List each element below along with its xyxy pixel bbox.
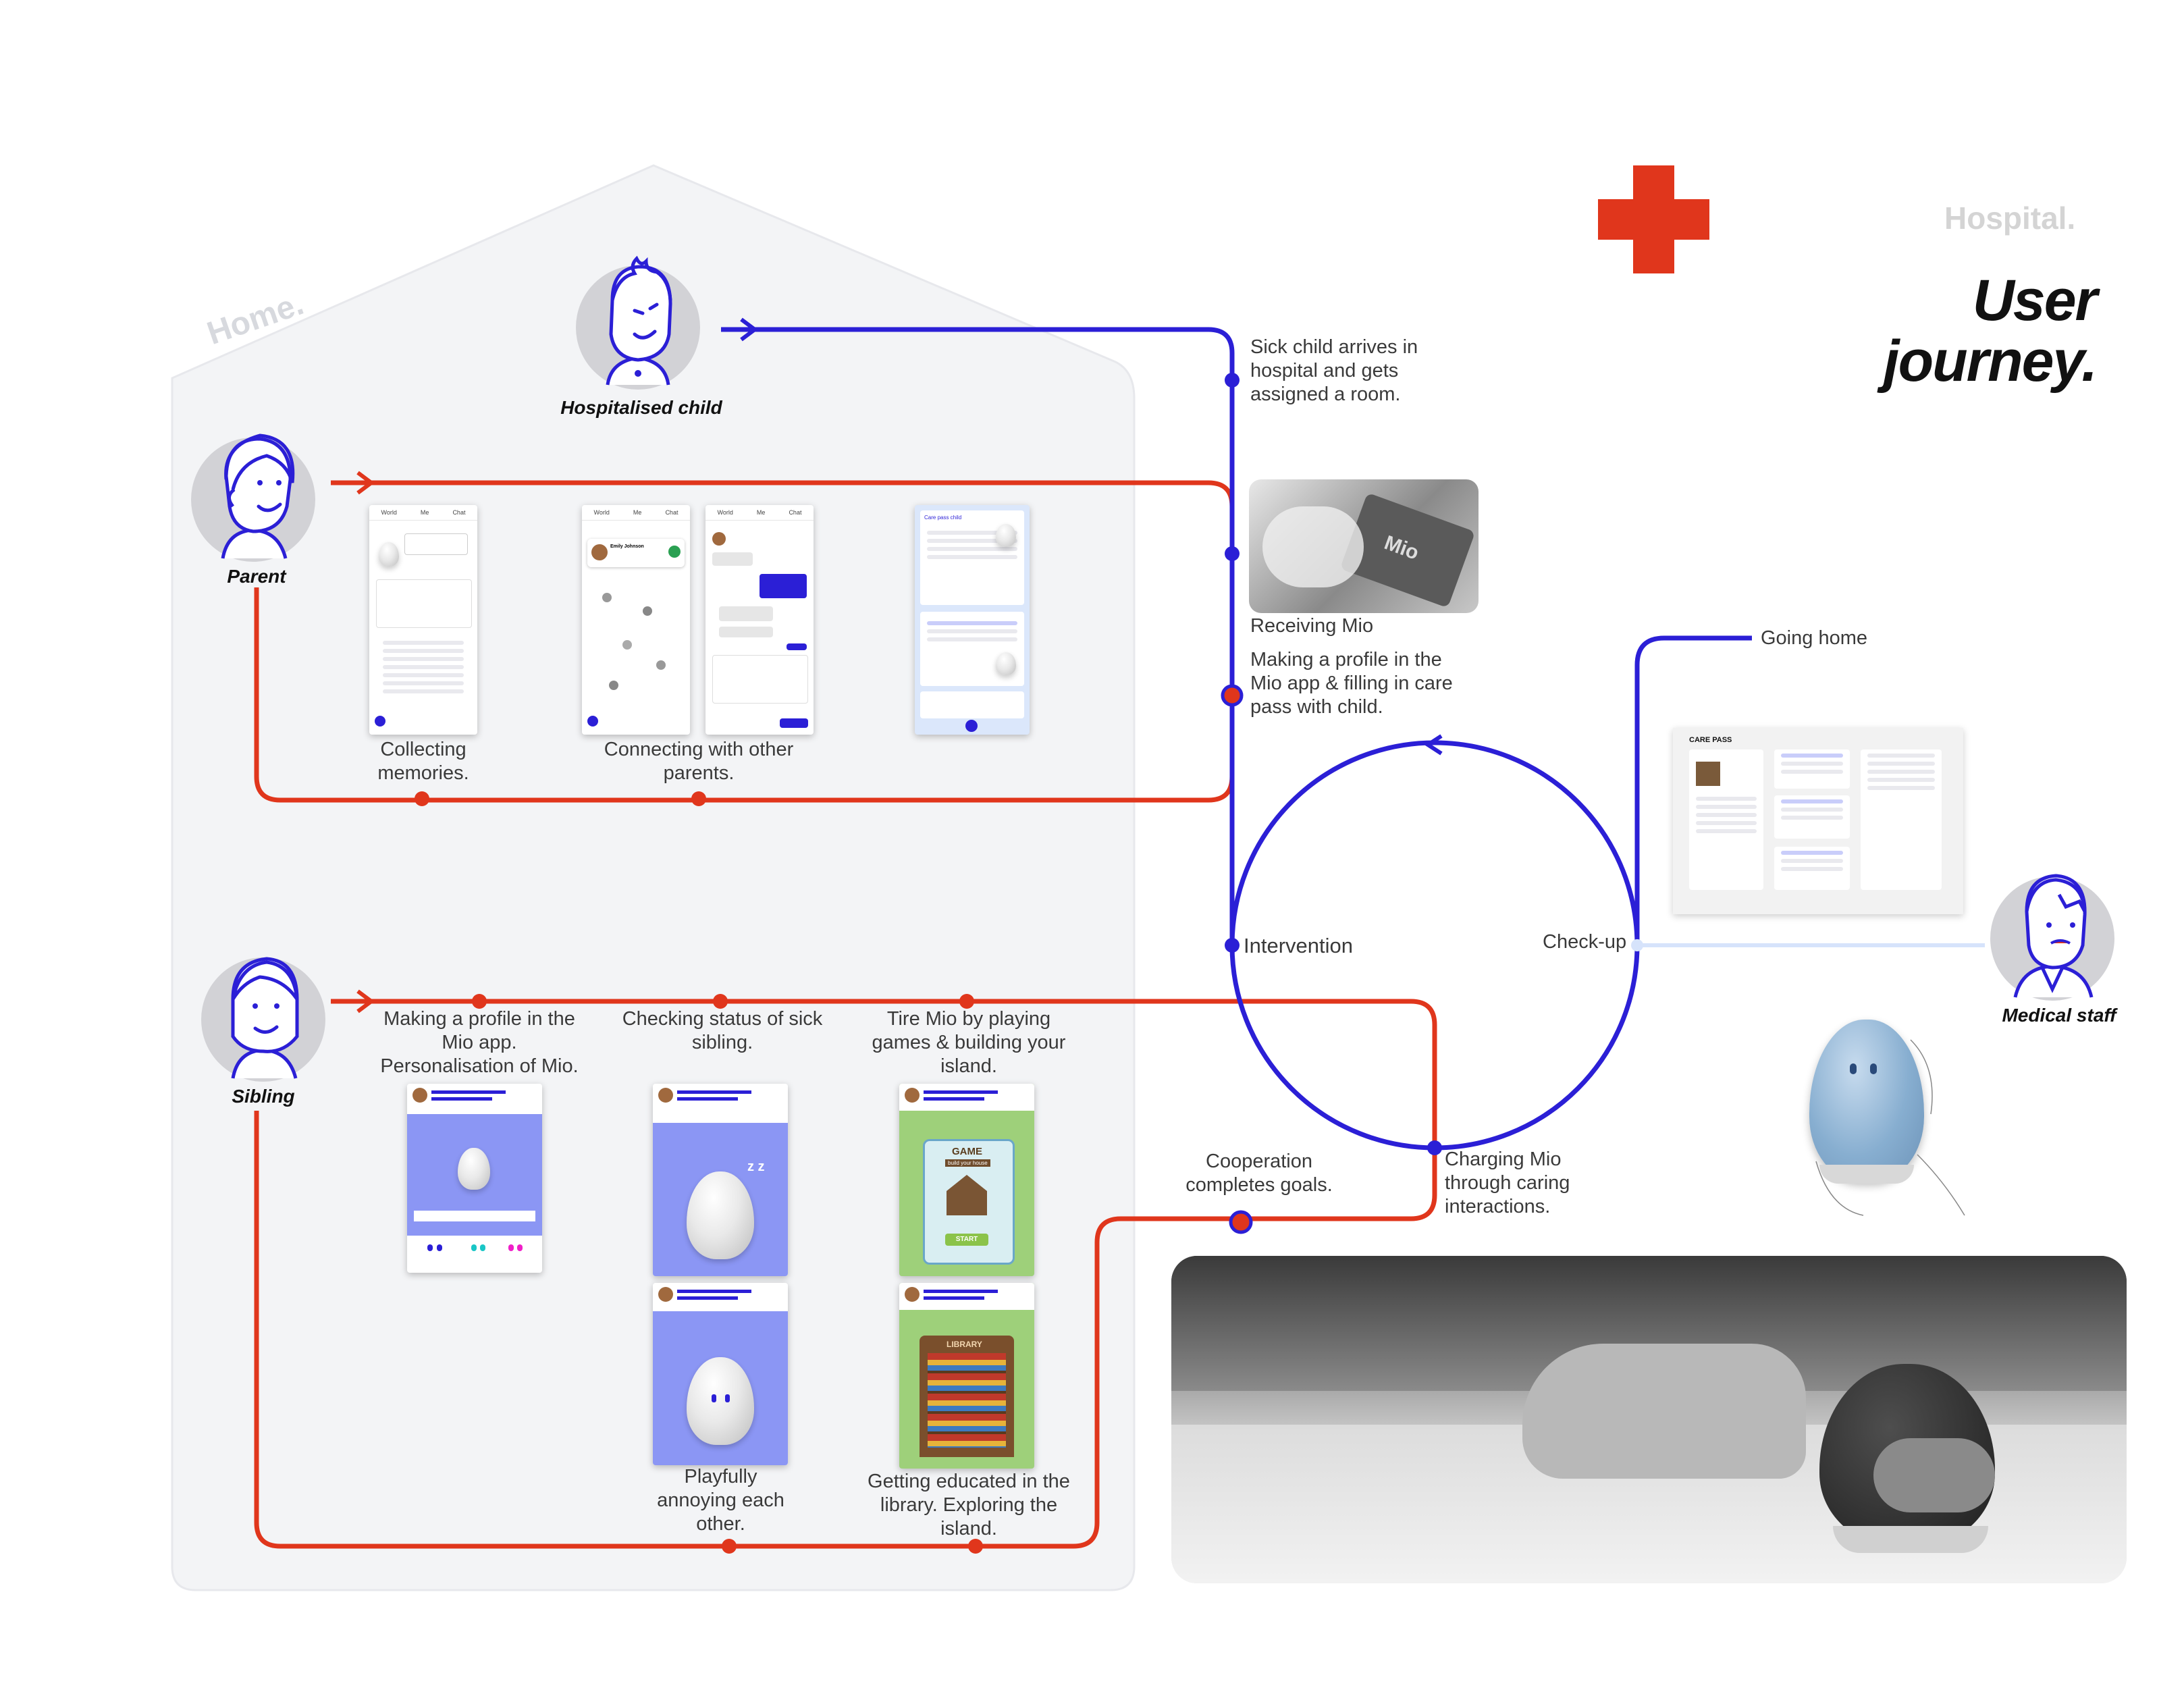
child-with-mio-photo [1171, 1256, 2127, 1583]
step-arrives-label: Sick child arrives in hospital and gets … [1250, 336, 1418, 405]
library-island-screen: LIBRARY [899, 1283, 1034, 1469]
sibling-annoy-screen [653, 1283, 788, 1465]
sibling-status-screen: z z [653, 1084, 788, 1276]
step-annoying-label: Playfully annoying each other. [657, 1466, 784, 1535]
persona-sibling-label: Sibling [232, 1086, 295, 1107]
step-charging-label: Charging Mio through caring interactions… [1445, 1149, 1570, 1217]
step-intervention-label: Intervention [1244, 934, 1353, 957]
care-pass-title: CARE PASS [1689, 736, 1732, 744]
step-educated-label: Getting educated in the library. Explori… [868, 1471, 1070, 1539]
step-checking-label: Checking status of sick sibling. [622, 1008, 823, 1053]
receiving-mio-photo: Mio [1249, 479, 1479, 613]
care-pass-document: CARE PASS [1673, 728, 1963, 914]
sibling-profile-screen [407, 1084, 542, 1273]
game-island-screen: GAME build your house START [899, 1084, 1034, 1276]
sibling-line [254, 999, 1437, 1549]
library-title: LIBRARY [947, 1340, 982, 1349]
step-cooperation-label: Cooperation completes goals. [1186, 1151, 1333, 1196]
persona-medical-label: Medical staff [2002, 1005, 2116, 1026]
mio-product-render [1803, 1013, 1978, 1229]
step-profile-label: Making a profile in the Mio app & fillin… [1250, 649, 1453, 718]
game-title: GAME [952, 1146, 982, 1157]
contact-name: Emily Johnson [610, 544, 644, 549]
step-sibling-profile-label: Making a profile in the Mio app. Persona… [380, 1008, 579, 1077]
child-line [721, 327, 1235, 945]
step-connecting-label: Connecting with other parents. [604, 739, 794, 784]
step-going-home-label: Going home [1761, 627, 1867, 649]
step-receiving-label: Receiving Mio [1250, 615, 1374, 637]
red-cross-icon [1598, 165, 1709, 273]
parent-line [254, 480, 1235, 803]
child-avatar-icon [576, 255, 700, 390]
care-pass-child-title: Care pass child [924, 515, 962, 521]
persona-parent-label: Parent [227, 566, 286, 587]
step-tire-label: Tire Mio by playing games & building you… [872, 1008, 1066, 1077]
step-collecting-label: Collecting memories. [377, 739, 469, 784]
medical-staff-avatar-icon [1990, 874, 2114, 1001]
sibling-avatar-icon [201, 957, 325, 1082]
going-home-line [1634, 635, 1752, 945]
care-pass-child-screen: Care pass child [915, 505, 1030, 735]
hospital-label: Hospital. [1944, 201, 2076, 236]
game-start-button: START [945, 1234, 988, 1246]
step-checkup-label: Check-up [1543, 931, 1627, 953]
page-title: User journey. [1883, 268, 2098, 394]
persona-child-label: Hospitalised child [560, 397, 722, 418]
game-subtitle: build your house [945, 1159, 990, 1167]
parent-avatar-icon [191, 433, 315, 562]
